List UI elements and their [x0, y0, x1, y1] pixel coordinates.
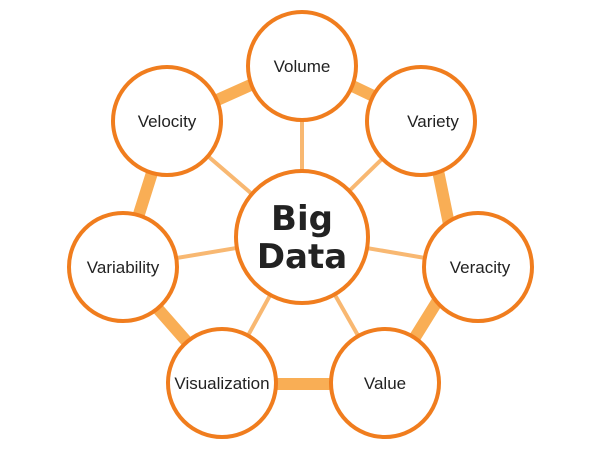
node-variety-circle — [365, 65, 477, 177]
node-variety: Variety — [365, 65, 477, 177]
node-visualization: Visualization — [166, 327, 278, 439]
node-veracity-circle — [422, 211, 534, 323]
center-label-line1: Big — [271, 199, 333, 239]
center-label-line2: Data — [257, 237, 347, 277]
node-value-circle — [329, 327, 441, 439]
node-velocity-label: Velocity — [138, 112, 197, 131]
node-velocity: Velocity — [111, 65, 223, 177]
node-variety-label: Variety — [407, 112, 459, 131]
node-variability-circle — [67, 211, 179, 323]
node-value: Value — [329, 327, 441, 439]
node-volume: Volume — [246, 10, 358, 122]
node-visualization-circle — [166, 327, 278, 439]
node-value-label: Value — [364, 374, 406, 393]
center-node: Big Data — [234, 169, 370, 305]
node-volume-label: Volume — [274, 57, 331, 76]
node-veracity-label: Veracity — [450, 258, 511, 277]
node-variability-label: Variability — [87, 258, 160, 277]
center-node-circle — [234, 169, 370, 305]
node-velocity-circle — [111, 65, 223, 177]
node-visualization-label: Visualization — [174, 374, 269, 393]
node-veracity: Veracity — [422, 211, 534, 323]
node-volume-circle — [246, 10, 358, 122]
node-variability: Variability — [67, 211, 179, 323]
